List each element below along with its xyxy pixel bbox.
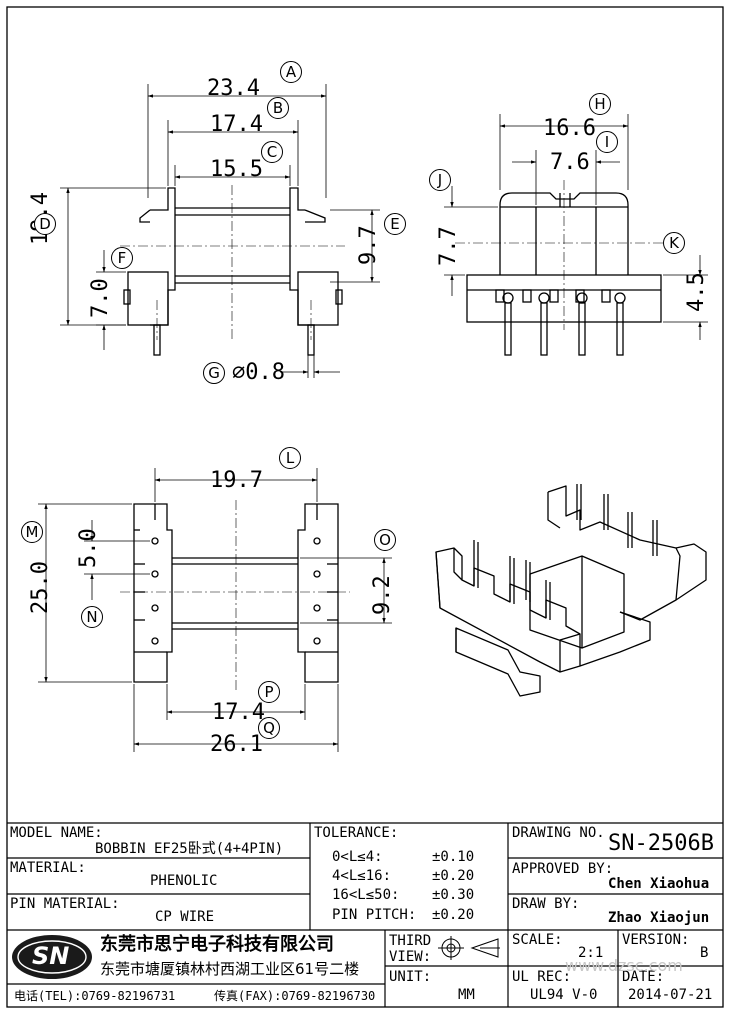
- callout-b: B: [267, 97, 289, 119]
- dim-L: 19.7: [210, 468, 263, 493]
- dim-N: 5.0: [76, 528, 101, 568]
- callout-q: Q: [258, 717, 280, 739]
- fax-number: 传真(FAX):0769-82196730: [214, 989, 376, 1003]
- callout-e: E: [384, 213, 406, 235]
- dim-F: 7.0: [88, 278, 113, 318]
- tolerance-range-3: 16<L≤50:: [332, 887, 400, 903]
- tolerance-value-3: ±0.30: [432, 887, 475, 903]
- callout-p: P: [258, 681, 280, 703]
- drawing-no-value: SN-2506B: [608, 831, 714, 856]
- dim-P: 17.4: [212, 700, 265, 725]
- front-view-dimlines: [60, 84, 380, 378]
- front-view-centerlines: [120, 185, 345, 340]
- callout-f: F: [111, 247, 133, 269]
- callout-n: N: [81, 606, 103, 628]
- sheet-border: [6, 6, 724, 1008]
- model-name-value: BOBBIN EF25卧式(4+4PIN): [95, 841, 284, 857]
- dim-G: ⌀0.8: [232, 360, 285, 385]
- third-angle-projection-icon: [438, 936, 500, 960]
- draw-by-label: DRAW BY:: [512, 896, 580, 912]
- callout-i: I: [596, 131, 618, 153]
- isometric-view: [435, 484, 707, 697]
- scale-label: SCALE:: [512, 932, 563, 948]
- callout-a: A: [280, 61, 302, 83]
- callout-k: K: [663, 232, 685, 254]
- company-logo: [12, 935, 92, 979]
- date-label: DATE:: [622, 969, 665, 985]
- top-view: [133, 503, 339, 683]
- company-name: 东莞市思宁电子科技有限公司: [100, 934, 334, 955]
- dim-E: 9.7: [356, 225, 381, 265]
- dim-A: 23.4: [207, 76, 260, 101]
- callout-h: H: [589, 93, 611, 115]
- side-view-dimlines: [444, 114, 708, 340]
- callout-l: L: [279, 447, 301, 469]
- approved-by-value: Chen Xiaohua: [608, 876, 710, 892]
- unit-label: UNIT:: [389, 969, 432, 985]
- date-value: 2014-07-21: [628, 987, 713, 1003]
- third-view-label-1: THIRD: [389, 933, 432, 949]
- company-address: 东莞市塘厦镇林村西湖工业区61号二楼: [100, 960, 360, 978]
- third-view-label-2: VIEW:: [389, 949, 432, 965]
- top-view-dimlines: [38, 468, 392, 752]
- dim-J: 7.7: [436, 226, 461, 266]
- version-label: VERSION:: [622, 932, 690, 948]
- unit-value: MM: [458, 987, 475, 1003]
- logo-text: SN: [32, 942, 70, 970]
- tolerance-range-4: PIN PITCH:: [332, 907, 417, 923]
- tolerance-value-2: ±0.20: [432, 868, 475, 884]
- material-label: MATERIAL:: [10, 860, 86, 876]
- pin-material-value: CP WIRE: [155, 909, 215, 925]
- callout-j: J: [429, 169, 451, 191]
- front-view: [123, 187, 343, 356]
- ul-rec-value: UL94 V-0: [530, 987, 598, 1003]
- pin-material-label: PIN MATERIAL:: [10, 896, 120, 912]
- side-view-centerlines: [455, 180, 675, 330]
- callout-g: G: [203, 362, 225, 384]
- draw-by-value: Zhao Xiaojun: [608, 910, 710, 926]
- material-value: PHENOLIC: [150, 873, 218, 889]
- tolerance-range-1: 0<L≤4:: [332, 849, 383, 865]
- watermark: www.dzsc.com: [565, 956, 683, 975]
- ul-rec-label: UL REC:: [512, 969, 572, 985]
- phone-number: 电话(TEL):0769-82196731: [14, 989, 176, 1003]
- tolerance-value-1: ±0.10: [432, 849, 475, 865]
- scale-value: 2:1: [578, 945, 604, 961]
- dim-B: 17.4: [210, 112, 263, 137]
- callout-c: C: [261, 141, 283, 163]
- drawing-no-label: DRAWING NO.: [512, 825, 605, 841]
- dim-Q: 26.1: [210, 732, 263, 757]
- tolerance-label: TOLERANCE:: [314, 825, 399, 841]
- dim-H: 16.6: [543, 116, 596, 141]
- callout-d: D: [34, 213, 56, 235]
- approved-by-label: APPROVED BY:: [512, 861, 614, 877]
- callout-m: M: [21, 521, 43, 543]
- top-view-centerlines: [120, 500, 350, 690]
- callout-o: O: [374, 529, 396, 551]
- dim-O: 9.2: [370, 575, 395, 615]
- tolerance-range-2: 4<L≤16:: [332, 868, 392, 884]
- dim-I: 7.6: [550, 150, 590, 175]
- dim-K: 4.5: [684, 272, 709, 312]
- dim-C: 15.5: [210, 157, 263, 182]
- version-value: B: [700, 945, 709, 961]
- dim-M: 25.0: [28, 561, 53, 614]
- title-block-grid: [7, 822, 723, 1007]
- tolerance-value-4: ±0.20: [432, 907, 475, 923]
- model-name-label: MODEL NAME:: [10, 825, 103, 841]
